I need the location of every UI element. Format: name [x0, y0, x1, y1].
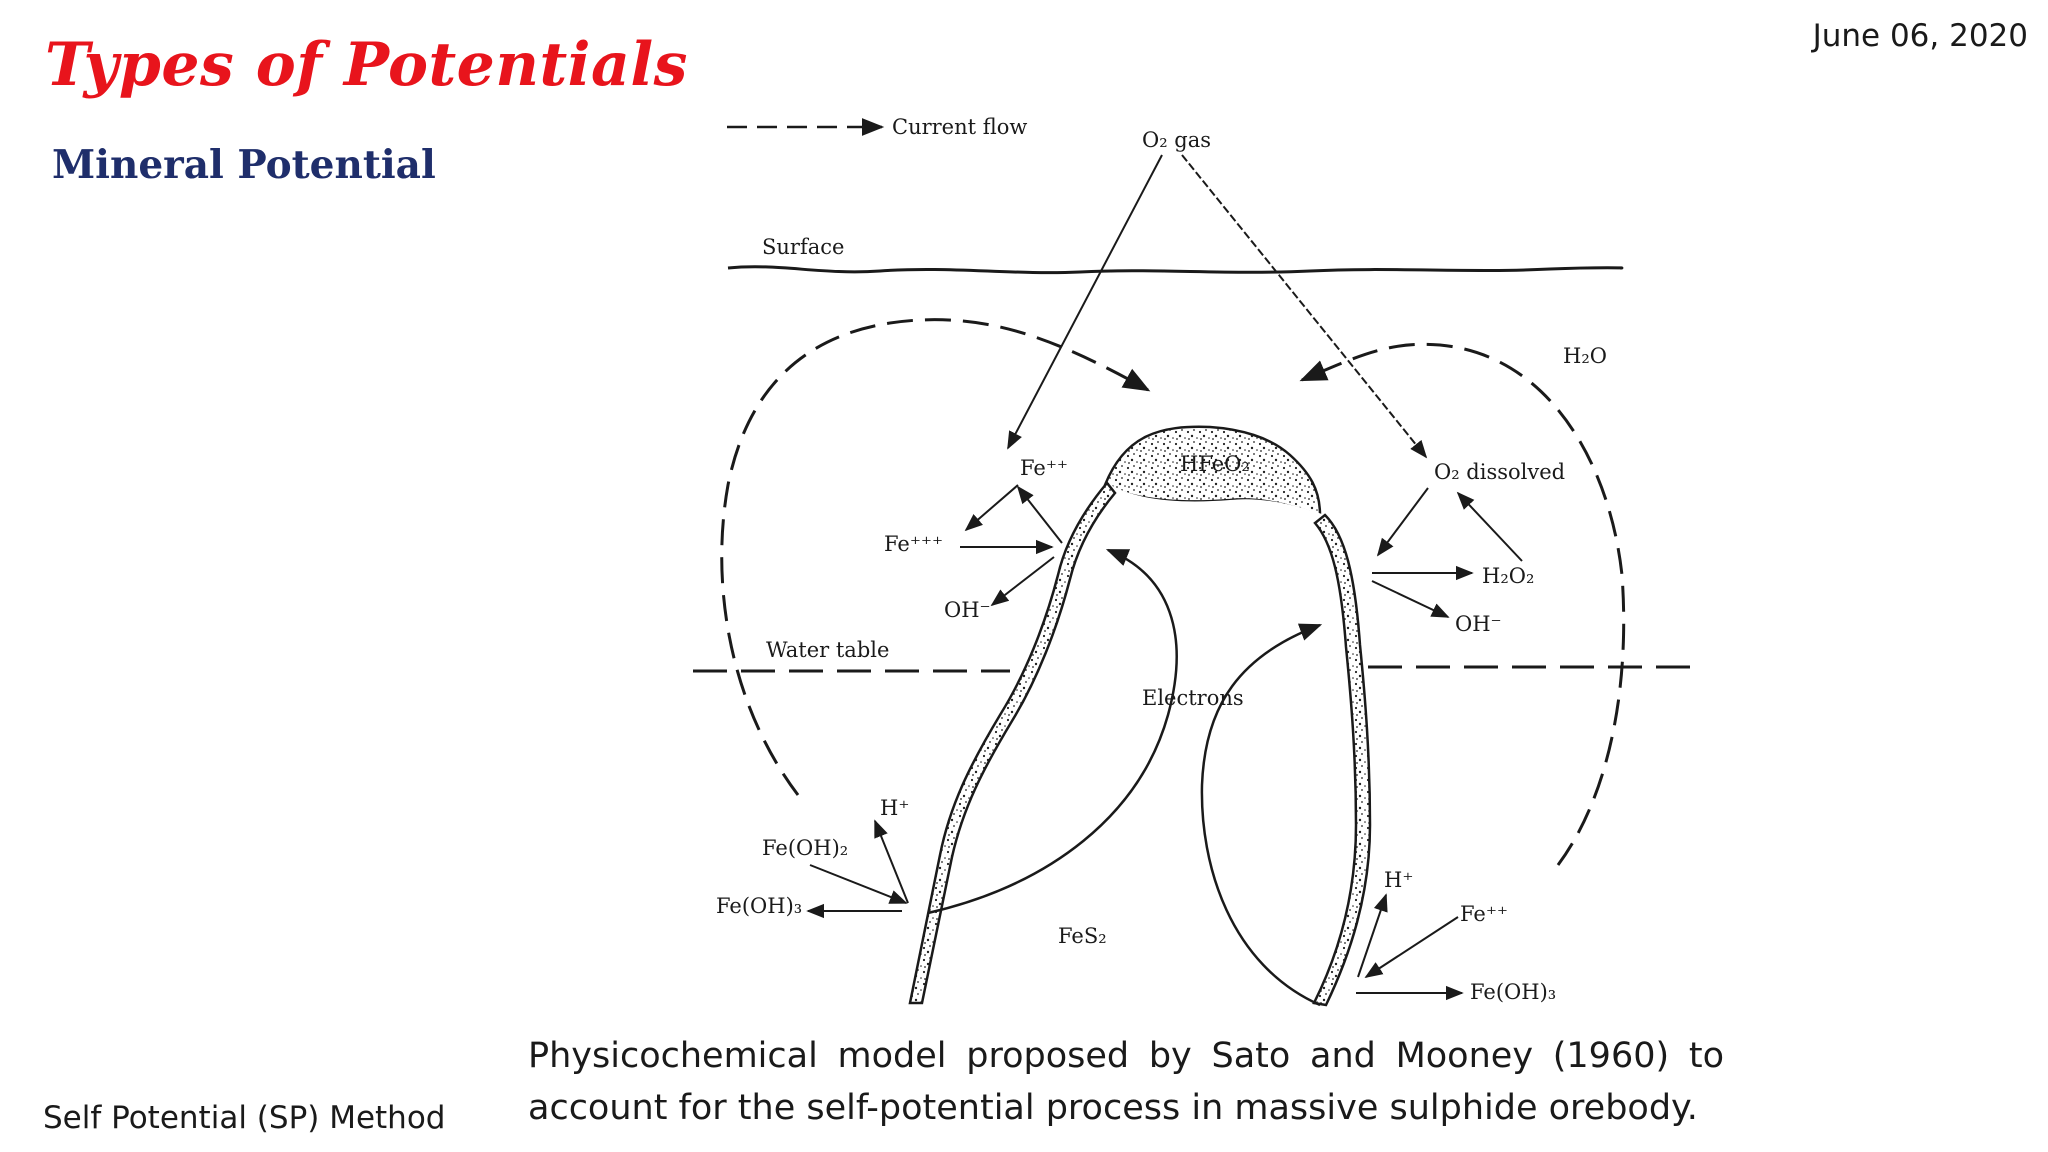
slide-title: Types of Potentials — [45, 30, 688, 100]
h2o2-back-arrow — [1456, 491, 1523, 562]
water-table-label: Water table — [766, 638, 889, 662]
surface-to-fe2-arrow — [1016, 485, 1063, 544]
electrons-label: Electrons — [1142, 686, 1244, 710]
h-right-arrow — [1357, 893, 1388, 978]
h-left-arrow — [874, 819, 909, 904]
fe2-top-label: Fe⁺⁺ — [1020, 456, 1068, 480]
h-left-label: H⁺ — [880, 796, 909, 820]
legend-current-flow-label: Current flow — [892, 115, 1027, 139]
o2-gas-label: O₂ gas — [1142, 128, 1211, 152]
o2-dissolved-label: O₂ dissolved — [1434, 460, 1565, 484]
feoh3-left-label: Fe(OH)₃ — [716, 894, 802, 918]
oh-left-label: OH⁻ — [944, 598, 991, 622]
date-label: June 06, 2020 — [1812, 18, 2028, 54]
orebody — [908, 425, 1372, 1007]
orebody-oxidized-cap — [1103, 425, 1322, 517]
h2o2-label: H₂O₂ — [1482, 564, 1534, 588]
o2-to-dissolved-arrow — [1181, 154, 1428, 459]
feoh3-right-label: Fe(OH)₃ — [1470, 980, 1556, 1004]
footer-label: Self Potential (SP) Method — [43, 1100, 446, 1136]
feoh2-arrow — [809, 864, 908, 904]
h2o-label: H₂O — [1563, 344, 1607, 368]
fes2-label: FeS₂ — [1058, 924, 1107, 948]
fe2-bottom-arrow — [1364, 916, 1459, 978]
slide-subtitle: Mineral Potential — [52, 142, 436, 188]
h-right-label: H⁺ — [1384, 868, 1413, 892]
current-flow-left-loop — [720, 318, 1151, 796]
feoh2-label: Fe(OH)₂ — [762, 836, 848, 860]
orebody-body — [910, 483, 1370, 1005]
o2-to-fe-arrow — [1007, 154, 1163, 450]
fe2-bottom-label: Fe⁺⁺ — [1460, 902, 1508, 926]
fe3-label: Fe⁺⁺⁺ — [884, 532, 943, 556]
electron-path-right — [1200, 623, 1323, 1007]
surface-label: Surface — [762, 235, 844, 259]
surface-line — [727, 265, 1624, 275]
oh-right-arrow — [1371, 580, 1450, 618]
current-flow-right-loop — [1299, 342, 1626, 866]
electron-path-left — [927, 548, 1178, 915]
hfeo2-label: HFeO₂ — [1180, 452, 1250, 476]
legend-current-flow: Current flow — [727, 115, 1027, 139]
dissolved-to-surface-arrow — [1376, 487, 1429, 557]
orebody-left-rim — [908, 481, 1117, 1005]
figure-caption: Physicochemical model proposed by Sato a… — [528, 1036, 1724, 1128]
sp-model-diagram: Current flow O₂ gas Surface H₂O Water ta… — [670, 105, 1720, 1025]
oh-right-label: OH⁻ — [1455, 612, 1502, 636]
oh-left-arrow — [990, 556, 1055, 607]
fe2-to-fe3-arrow — [964, 484, 1019, 532]
